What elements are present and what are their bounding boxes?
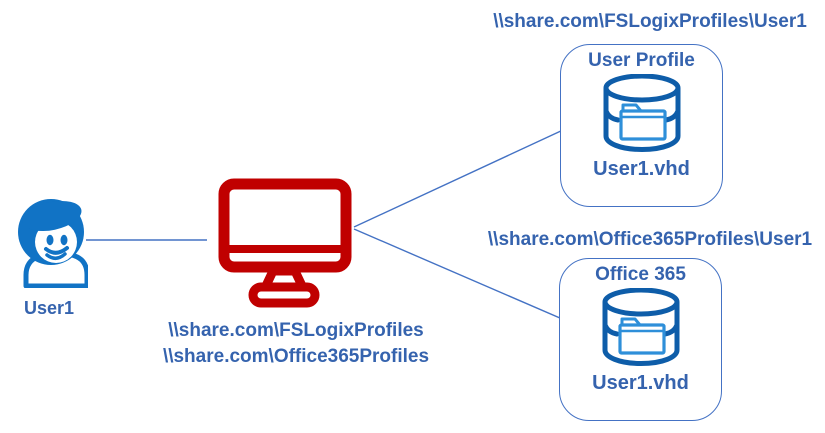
office-share-path: \\share.com\Office365Profiles\User1: [487, 229, 813, 250]
user-block: User1: [10, 192, 90, 321]
client-share-paths: \\share.com\FSLogixProfiles \\share.com\…: [140, 318, 452, 370]
database-folder-icon: [602, 288, 679, 367]
monitor-to-profile-arrow: [353, 116, 593, 228]
client-path-office: \\share.com\Office365Profiles: [162, 346, 430, 367]
client-path-fslogix: \\share.com\FSLogixProfiles: [168, 320, 424, 341]
office-container-box: Office 365 User1.vhd: [559, 258, 722, 421]
user-person-icon: [18, 199, 90, 289]
office-container-title: Office 365: [595, 264, 686, 285]
profile-share-path: \\share.com\FSLogixProfiles\User1: [493, 11, 807, 32]
user-label: User1: [23, 298, 75, 318]
profile-container-title: User Profile: [588, 50, 695, 71]
profile-vhd-label: User1.vhd: [593, 158, 690, 180]
database-folder-icon: [603, 74, 680, 153]
office-vhd-label: User1.vhd: [592, 372, 689, 394]
monitor-icon: [218, 178, 352, 308]
profile-container-box: User Profile User1.vhd: [560, 44, 723, 207]
